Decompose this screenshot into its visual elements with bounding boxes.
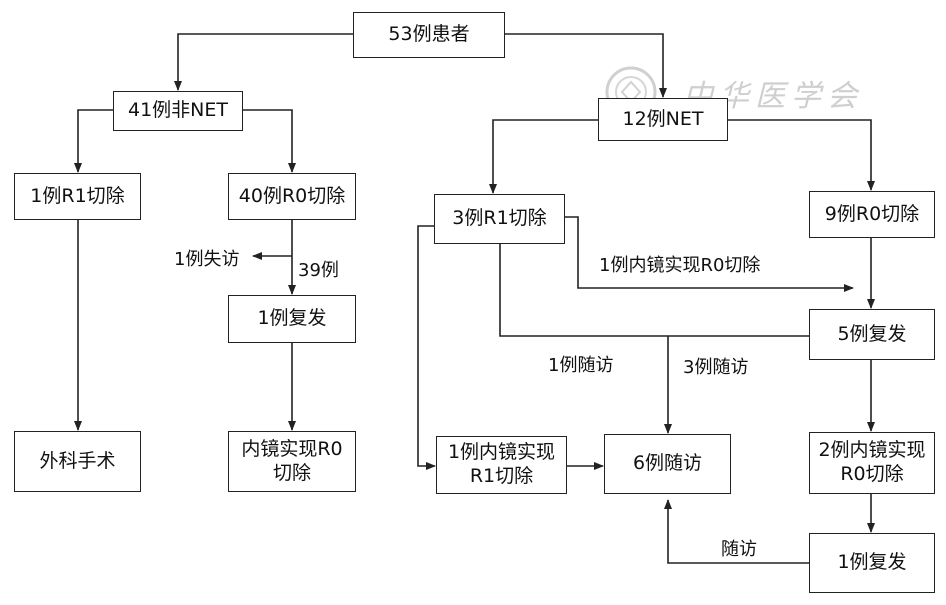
- node-total-patients: 53例患者: [353, 12, 505, 58]
- node-net: 12例NET: [598, 98, 728, 141]
- node-r0-resection-left: 40例R0切除: [228, 173, 356, 220]
- node-endo-r1: 1例内镜实现 R1切除: [436, 436, 567, 494]
- label-lost-followup: 1例失访: [172, 245, 242, 271]
- label-follow-1: 1例随访: [546, 351, 616, 377]
- node-endo-r0-2-line1: 2例内镜实现: [818, 439, 926, 462]
- line-r1-to-recur: [499, 244, 809, 337]
- label-follow: 随访: [719, 535, 759, 561]
- node-recurrence-left: 1例复发: [228, 295, 356, 343]
- arrow-nonnet-to-r0: [243, 109, 296, 173]
- node-r1-resection-right: 3例R1切除: [434, 194, 565, 244]
- arrow-root-to-net: [505, 33, 667, 98]
- arrow-nonnet-to-r1: [74, 109, 113, 173]
- arrow-endo-r0-from-r1: [565, 216, 854, 292]
- arrow-net-to-r1: [489, 119, 598, 194]
- node-endo-r1-line2: R1切除: [469, 465, 534, 487]
- node-endo-r1-line1: 1例内镜实现: [447, 441, 556, 464]
- node-r0-resection-right: 9例R0切除: [809, 191, 935, 238]
- label-endo-r0-from-r1: 1例内镜实现R0切除: [597, 251, 763, 277]
- node-followup-6: 6例随访: [604, 434, 731, 494]
- node-r1-resection-left: 1例R1切除: [14, 173, 141, 220]
- label-follow-3: 3例随访: [681, 353, 751, 379]
- label-39-cases: 39例: [296, 256, 341, 282]
- arrow-r1-to-endo-r1: [417, 225, 436, 470]
- node-endo-r0-left-line2: 切除: [272, 461, 311, 484]
- arrow-recur1-to-follow6: [664, 499, 809, 564]
- node-non-net: 41例非NET: [113, 91, 243, 131]
- node-endo-r0-2-line2: R0切除: [840, 463, 904, 485]
- node-endo-r0-left-line1: 内镜实现R0: [241, 437, 343, 460]
- arrow-net-to-r0: [728, 119, 875, 191]
- arrow-root-to-nonnet: [174, 33, 353, 91]
- node-endo-r0-2: 2例内镜实现 R0切除: [809, 432, 935, 494]
- node-surgery: 外科手术: [14, 431, 141, 492]
- node-recurrence-1-right: 1例复发: [809, 533, 935, 593]
- node-endo-r0-left: 内镜实现R0 切除: [228, 431, 356, 492]
- node-recurrence-5: 5例复发: [809, 309, 935, 360]
